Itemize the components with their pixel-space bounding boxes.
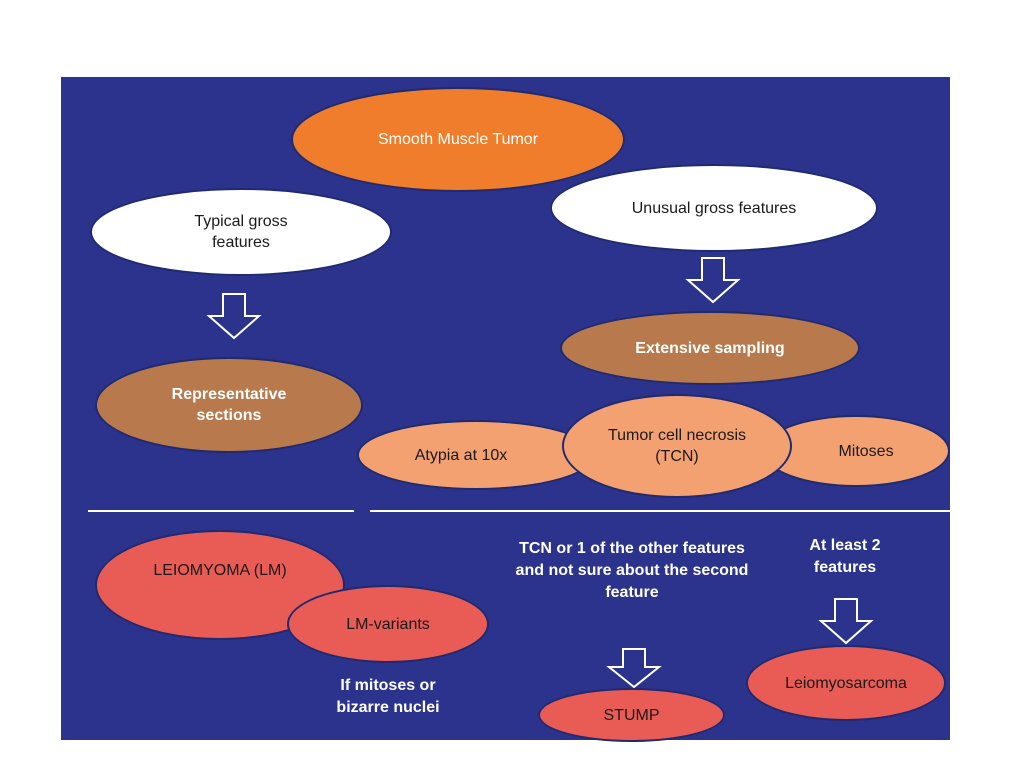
node-smooth-muscle-tumor: Smooth Muscle Tumor [291,87,625,192]
node-atypia-label: Atypia at 10x [414,446,508,464]
down-arrow-icon [606,648,662,689]
node-typical-gross-features-label: Typical gross features [194,213,288,251]
node-tumor-cell-necrosis-label: Tumor cell necrosis (TCN) [607,427,747,465]
annotation-lms-condition-text: At least 2 features [809,537,881,576]
node-lm-variants-label: LM-variants [346,615,430,633]
node-leiomyosarcoma: Leiomyosarcoma [746,645,946,721]
node-representative-sections-label: Representative sections [171,386,287,424]
node-extensive-sampling-label: Extensive sampling [635,339,785,357]
node-atypia: Atypia at 10x [357,420,595,490]
node-stump-label: STUMP [603,706,660,724]
down-arrow-icon [206,293,262,340]
node-unusual-gross-features: Unusual gross features [550,164,878,252]
node-stump: STUMP [538,688,725,742]
node-typical-gross-features: Typical gross features [90,188,392,276]
annotation-variants-condition: If mitoses or bizarre nuclei [318,675,458,719]
annotation-stump-condition-text: TCN or 1 of the other features and not s… [515,540,749,601]
node-lm-variants: LM-variants [287,585,489,663]
node-unusual-gross-features-label: Unusual gross features [631,199,797,217]
node-representative-sections: Representative sections [95,357,363,453]
node-mitoses: Mitoses [762,415,950,487]
node-smooth-muscle-tumor-label: Smooth Muscle Tumor [377,131,539,148]
divider-right [370,510,950,512]
annotation-stump-condition: TCN or 1 of the other features and not s… [512,538,752,604]
node-leiomyoma-label: LEIOMYOMA (LM) [153,561,287,579]
down-arrow-icon [685,257,741,304]
node-extensive-sampling: Extensive sampling [560,311,860,385]
divider-left [88,510,354,512]
annotation-lms-condition: At least 2 features [790,535,900,579]
down-arrow-icon [818,598,874,645]
node-mitoses-label: Mitoses [838,442,894,460]
annotation-variants-condition-text: If mitoses or bizarre nuclei [336,677,440,716]
node-tumor-cell-necrosis: Tumor cell necrosis (TCN) [562,394,792,498]
node-leiomyosarcoma-label: Leiomyosarcoma [785,674,907,692]
